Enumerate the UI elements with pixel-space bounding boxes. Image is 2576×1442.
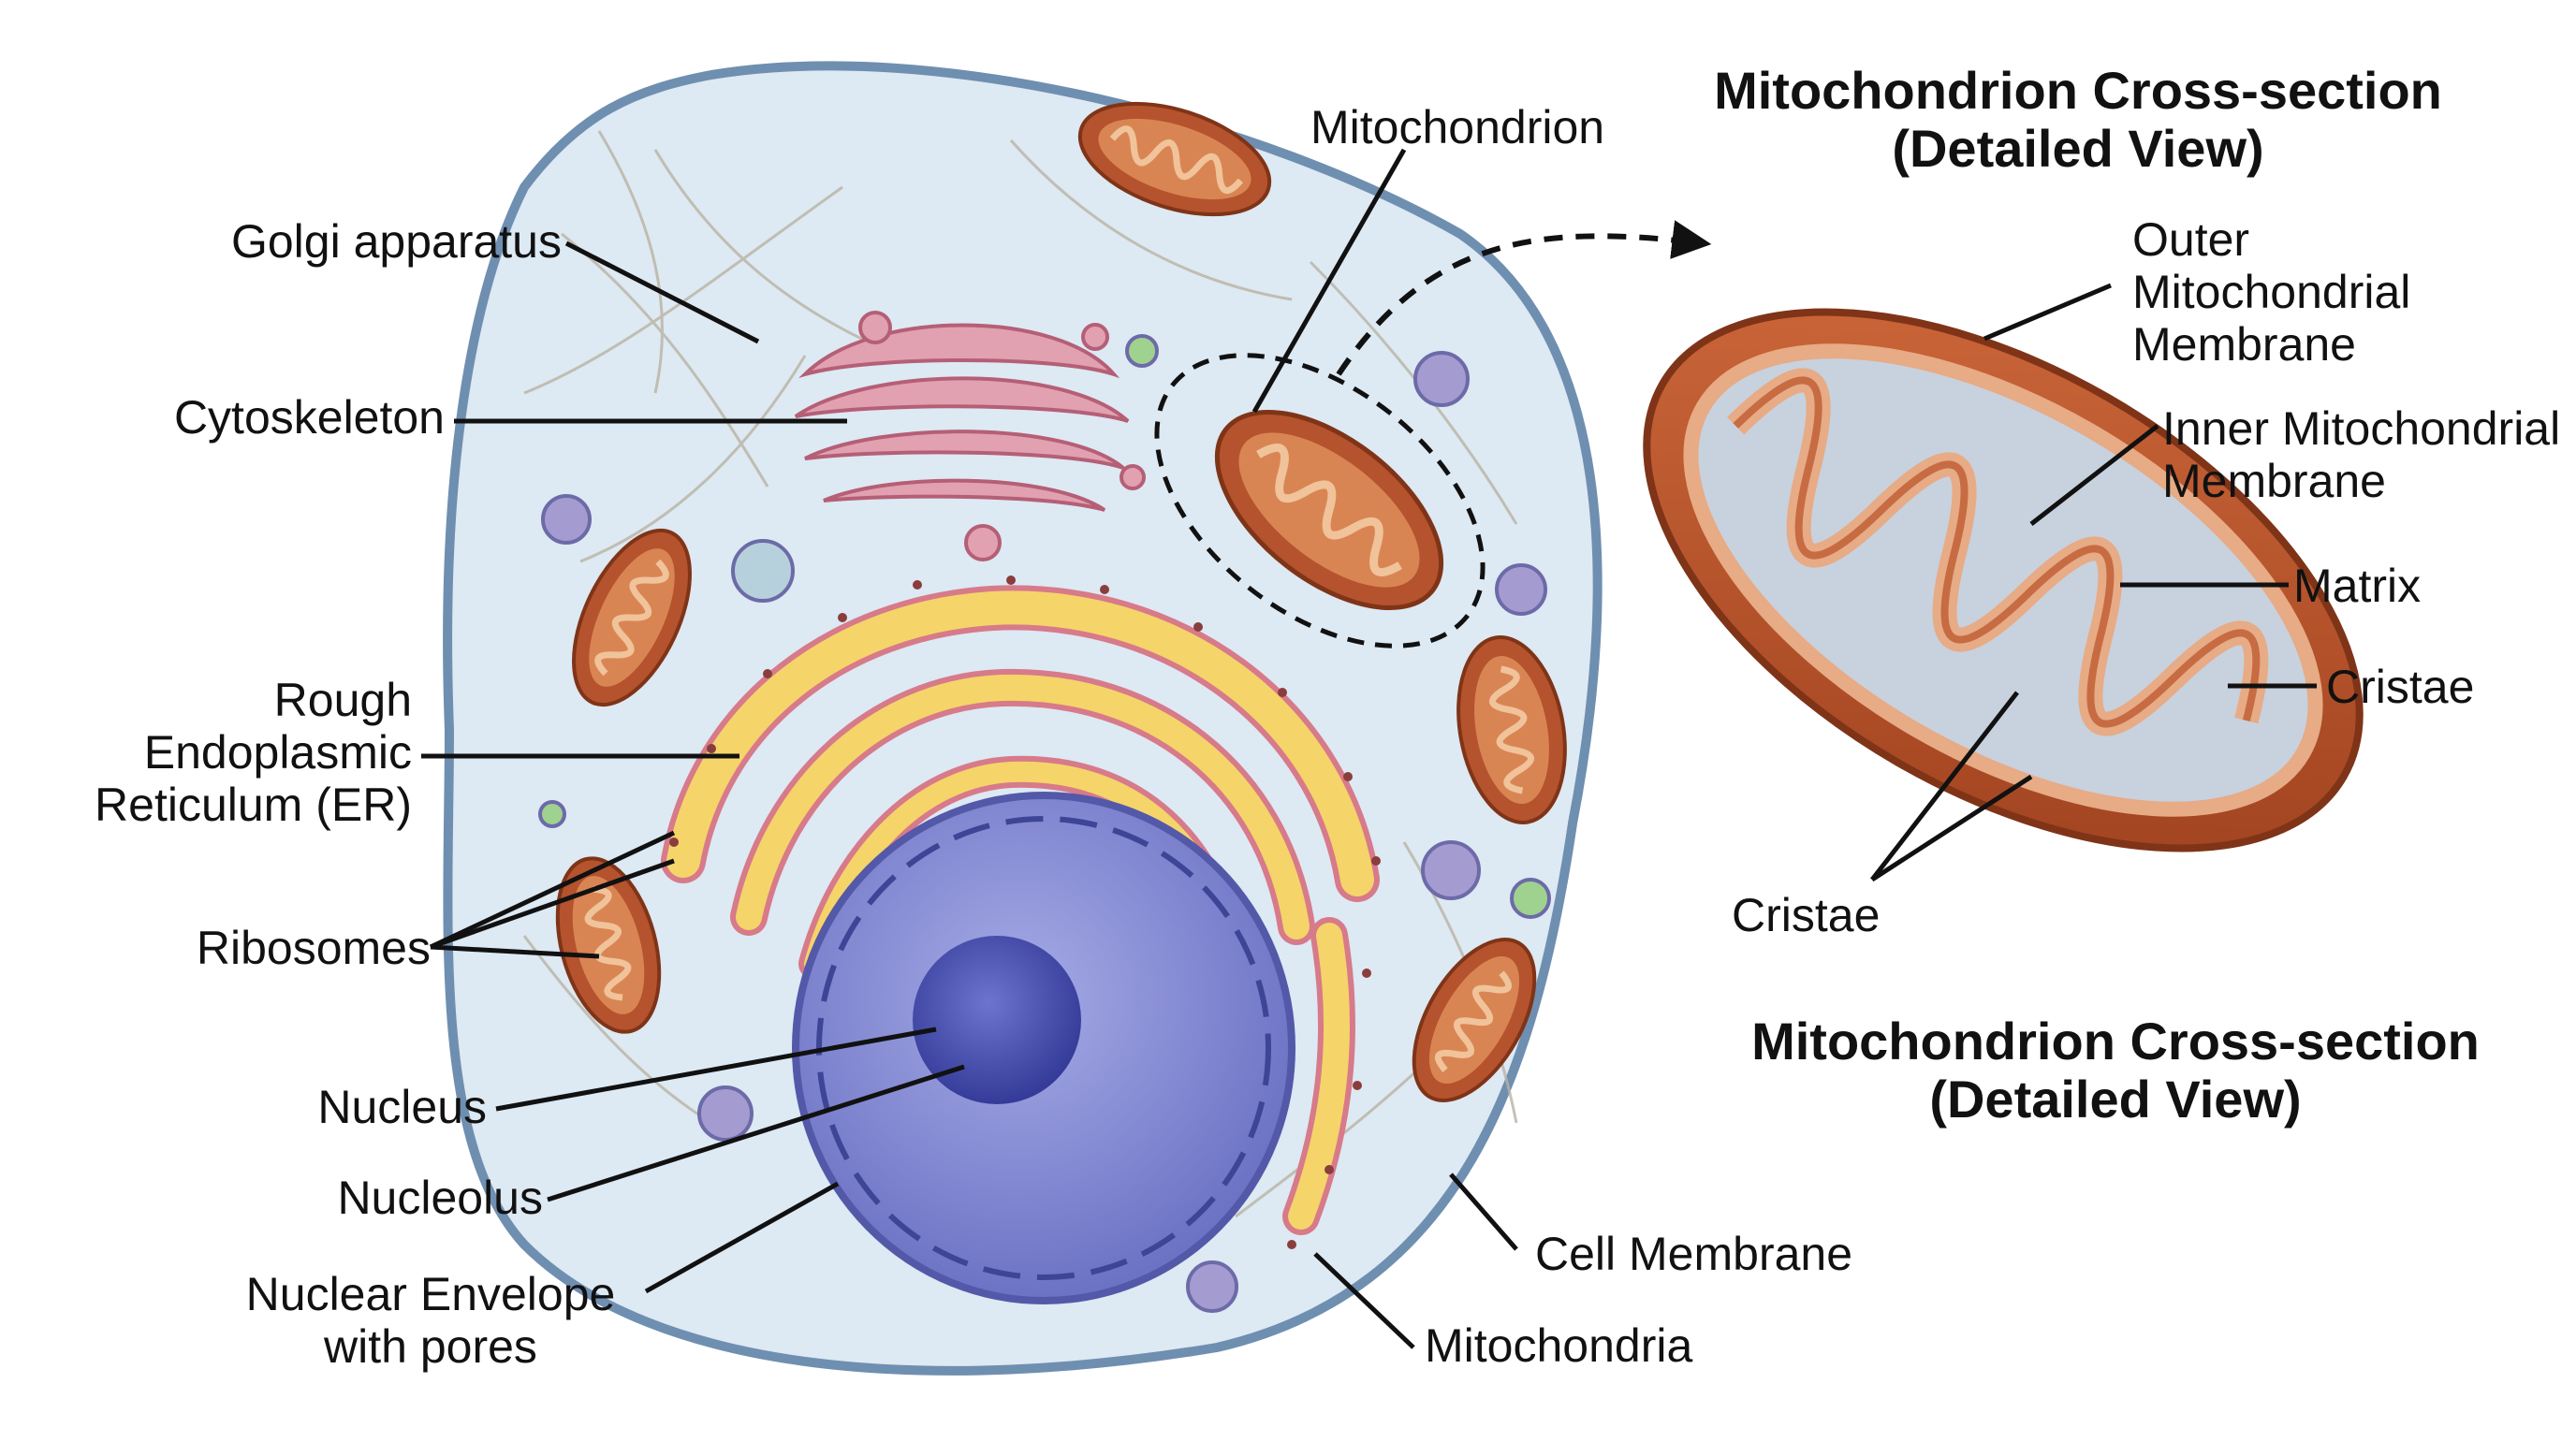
label-cristae-bottom: Cristae — [1732, 889, 1966, 941]
label-rough-er: Rough Endoplasmic Reticulum (ER) — [37, 674, 412, 831]
label-matrix: Matrix — [2293, 560, 2527, 612]
label-ribosomes: Ribosomes — [94, 922, 431, 974]
label-golgi-apparatus: Golgi apparatus — [94, 215, 562, 268]
nucleolus-body — [913, 936, 1081, 1104]
label-cytoskeleton: Cytoskeleton — [94, 391, 445, 444]
detail-title-top: Mitochondrion Cross-section (Detailed Vi… — [1694, 62, 2462, 178]
label-cristae-right: Cristae — [2326, 661, 2560, 713]
label-inner-membrane: Inner Mitochondrial Membrane — [2162, 402, 2565, 507]
detail-title-bottom: Mitochondrion Cross-section (Detailed Vi… — [1732, 1012, 2499, 1129]
label-outer-membrane: Outer Mitochondrial Membrane — [2132, 213, 2525, 371]
label-nuclear-envelope: Nuclear Envelope with pores — [215, 1268, 646, 1373]
label-mitochondrion: Mitochondrion — [1310, 101, 1685, 153]
label-nucleolus: Nucleolus — [94, 1172, 543, 1224]
label-nucleus: Nucleus — [94, 1081, 487, 1133]
label-cell-membrane: Cell Membrane — [1535, 1228, 1910, 1280]
label-mitochondria: Mitochondria — [1425, 1319, 1799, 1372]
